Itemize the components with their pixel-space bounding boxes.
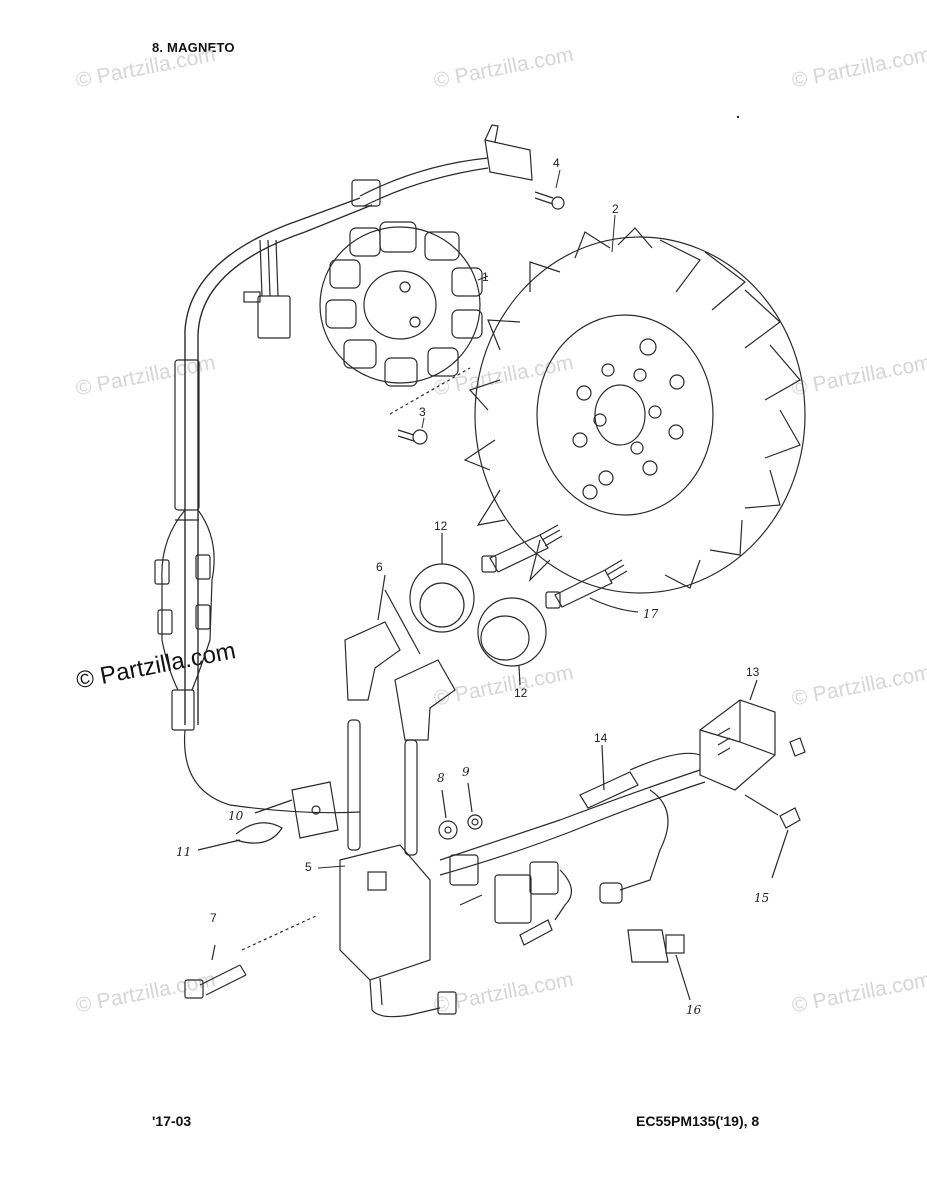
- sub-harness: [439, 727, 731, 946]
- stray-mark: [736, 115, 740, 119]
- stator: [319, 221, 483, 387]
- callout-1: 1: [482, 270, 489, 284]
- footer-date: '17-03: [152, 1113, 192, 1129]
- bolt-7: [184, 914, 319, 999]
- callout-12a: 12: [434, 519, 448, 533]
- clamp-and-band: [197, 781, 339, 851]
- plug-caps: [409, 533, 547, 686]
- callout-10: 10: [228, 809, 244, 823]
- terminal-16: [627, 929, 691, 1001]
- callout-8: 8: [437, 771, 445, 785]
- callout-14: 14: [594, 731, 608, 745]
- footer-reference: EC55PM135('19), 8: [636, 1113, 760, 1129]
- screw-4: [534, 191, 565, 210]
- callout-6: 6: [376, 560, 383, 574]
- callout-16: 16: [686, 1003, 702, 1017]
- callout-12b: 12: [514, 686, 528, 700]
- callout-15: 15: [754, 891, 769, 905]
- flywheel: [463, 227, 806, 594]
- screw-3: [389, 367, 471, 445]
- main-wire-harness: [154, 197, 373, 814]
- callout-13: 13: [746, 665, 760, 679]
- ignition-caps: [344, 574, 456, 741]
- screw-15: [744, 794, 801, 879]
- washers: [438, 782, 483, 840]
- callout-7: 7: [210, 911, 217, 925]
- callout-3: 3: [419, 405, 426, 419]
- leader-lines: [317, 169, 616, 869]
- callout-4: 4: [553, 156, 560, 170]
- cdi-unit: [699, 679, 806, 791]
- callout-9: 9: [462, 765, 470, 779]
- spark-plugs: [481, 524, 639, 613]
- ignition-coil: [339, 719, 457, 1018]
- callout-2: 2: [612, 202, 619, 216]
- callout-11: 11: [176, 845, 191, 859]
- connector-box: [351, 124, 533, 207]
- callout-17: 17: [643, 607, 659, 621]
- page-title: 8. MAGNETO: [152, 40, 235, 55]
- callout-5: 5: [305, 860, 312, 874]
